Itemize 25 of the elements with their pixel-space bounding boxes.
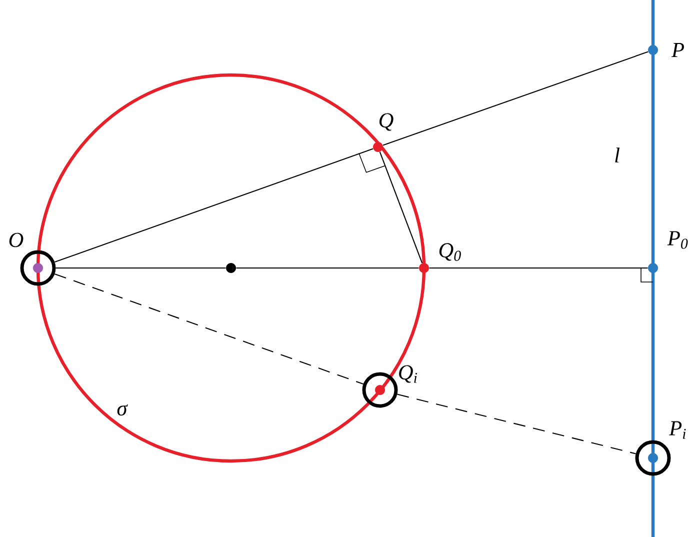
point-label: Q [379, 113, 394, 131]
point-label: Q$_{0}$ [439, 243, 461, 261]
point-label: Q$_{i}$ [399, 365, 417, 383]
point-label: P [671, 43, 684, 57]
line-segment [54, 273, 364, 385]
curve-label: σ [117, 404, 128, 416]
line-segment [429, 267, 648, 269]
point-label: P$_{i}$ [668, 421, 686, 439]
point [648, 263, 658, 273]
ringed-point [635, 440, 671, 476]
ringed-point [362, 372, 398, 408]
line-segment [382, 51, 648, 146]
point [373, 142, 383, 152]
point [226, 263, 236, 273]
line-segment [379, 152, 423, 264]
curve-label: l [615, 148, 620, 162]
point [419, 263, 429, 273]
line-segment [397, 394, 636, 454]
point [648, 45, 658, 55]
line-segment [56, 267, 226, 269]
point-label: O [9, 232, 24, 248]
line-segment [236, 267, 419, 269]
point-label: P$_{0}$ [667, 231, 688, 249]
line-segment [54, 148, 374, 263]
ringed-point [20, 250, 56, 286]
